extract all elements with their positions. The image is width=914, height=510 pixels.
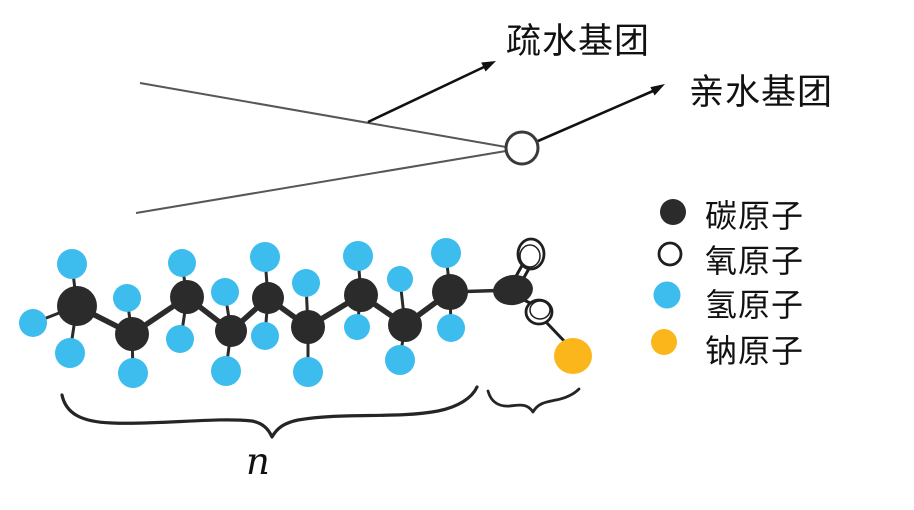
hydrogen-atom	[292, 269, 320, 297]
sodium-atom	[554, 338, 592, 374]
hydrogen-atom	[168, 249, 196, 277]
head-brace	[486, 387, 581, 414]
hydrogen-atom	[431, 238, 461, 268]
hydrophobic-group-label: 疏水基团	[506, 22, 651, 61]
hydrogen-atom	[113, 284, 141, 312]
legend-sodium-marker-icon	[651, 329, 677, 355]
carbon-atom	[170, 280, 204, 314]
hydrogen-atom	[385, 345, 415, 375]
hydrophilic-group-label: 亲水基团	[689, 73, 834, 112]
hydrogen-atom	[437, 314, 465, 342]
hydrogen-atom	[19, 309, 47, 337]
hydrogen-atom	[211, 356, 241, 386]
hydrogen-atom	[293, 357, 323, 387]
legend-label-sodium: 钠原子	[705, 333, 805, 369]
hydrogen-atom	[387, 266, 413, 292]
hydrogen-atom	[211, 278, 239, 306]
carbon-atom	[115, 317, 149, 351]
oxygen-atom-sketch	[519, 244, 541, 268]
hydrogen-atom	[55, 338, 85, 368]
legend-carbon-marker-icon	[660, 199, 686, 225]
tail-line-upper	[139, 82, 507, 148]
hydrogen-atom	[250, 242, 280, 272]
carbon-atom	[291, 310, 325, 344]
o-na-bond	[544, 320, 568, 345]
legend-hydrogen-marker-icon	[653, 281, 681, 309]
hydrophobic-arrow	[367, 65, 485, 124]
hydrogen-atom	[251, 322, 279, 350]
hydrogen-atom	[344, 314, 370, 340]
carbon-atom	[344, 278, 378, 312]
hydrogen-atom	[57, 249, 87, 279]
hydrogen-atom	[118, 358, 148, 388]
repeat-count-label: n	[246, 440, 270, 483]
legend-oxygen-marker-icon	[657, 241, 683, 267]
legend-label-oxygen: 氧原子	[705, 243, 805, 279]
legend-label-carbon: 碳原子	[705, 198, 805, 234]
repeat-brace	[60, 385, 479, 439]
carbon-atom	[57, 286, 97, 326]
legend-label-hydrogen: 氢原子	[705, 287, 805, 323]
carbon-atom	[215, 315, 247, 347]
hydrogen-atom	[166, 325, 194, 353]
carbon-atom	[388, 308, 422, 342]
hydrophobic-arrowhead-icon	[481, 61, 496, 72]
hydrophilic-arrowhead-icon	[650, 84, 665, 96]
head-circle	[504, 130, 540, 166]
carbon-atom	[432, 274, 468, 310]
oxygen-atom-sketch	[529, 300, 551, 320]
carbon-atom	[493, 274, 533, 306]
hydrophilic-arrow	[537, 89, 654, 143]
tail-line-lower	[135, 150, 507, 214]
carbon-atom	[252, 282, 284, 314]
hydrogen-atom	[343, 241, 373, 271]
